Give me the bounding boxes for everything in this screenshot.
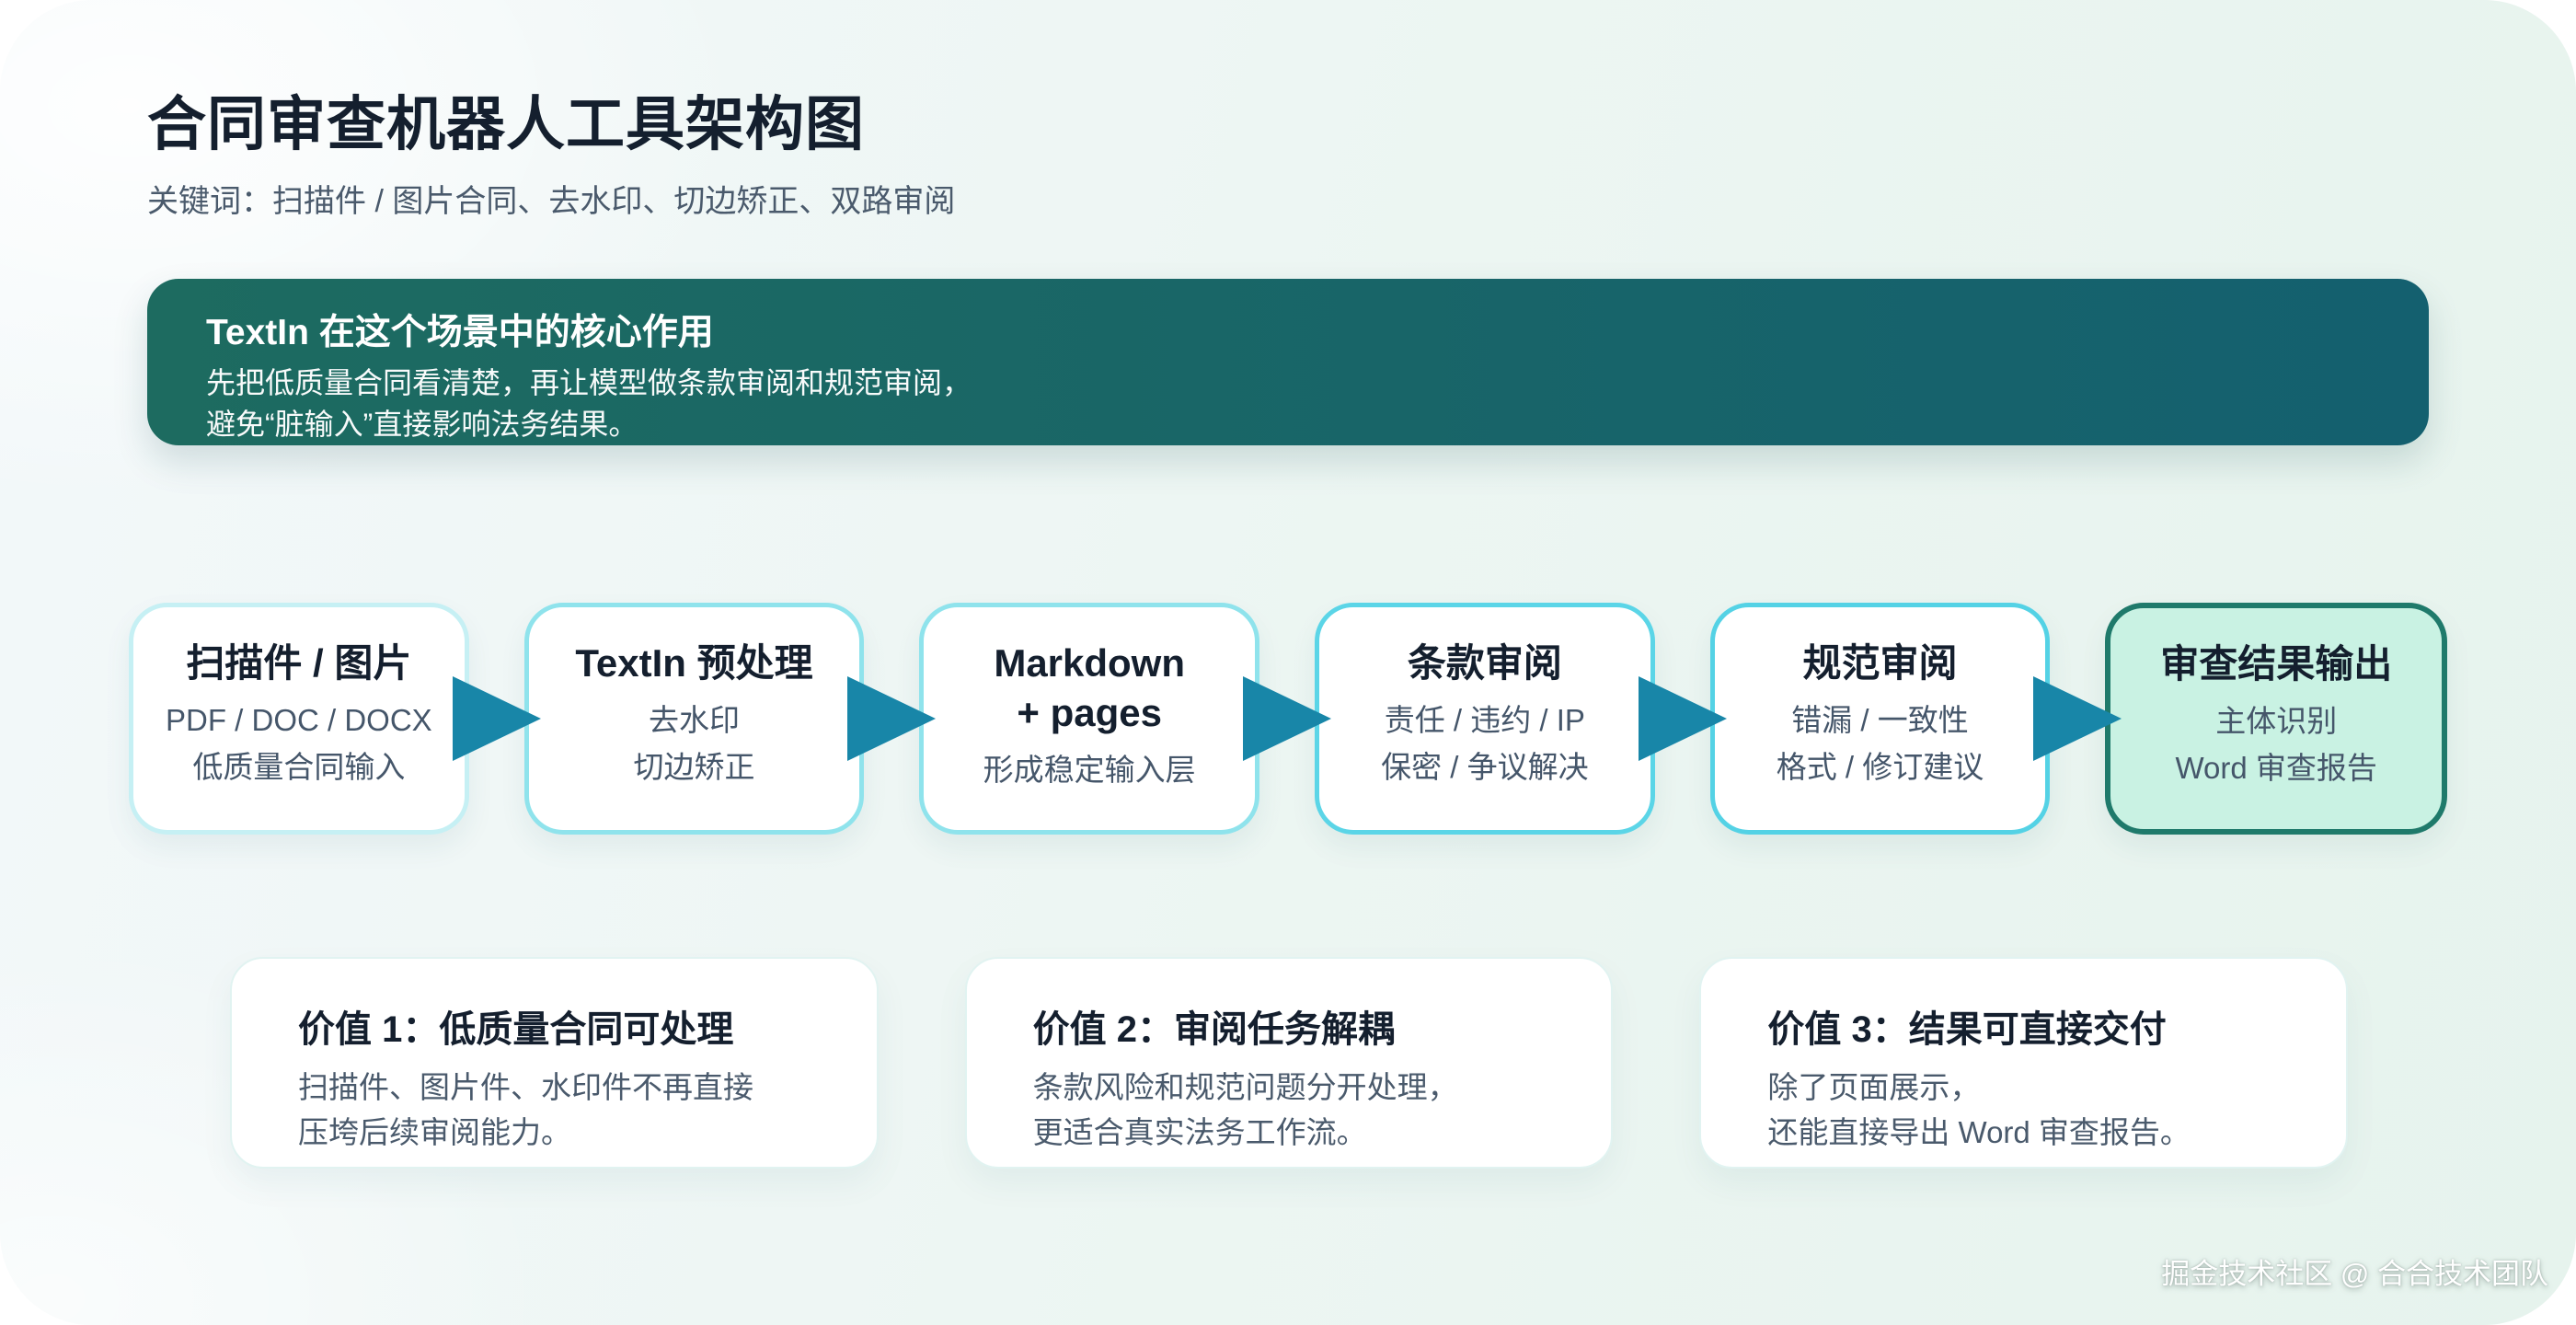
value-card-title: 价值 3：结果可直接交付 bbox=[1767, 1009, 2167, 1050]
flow-step-result-output: 审查结果输出 主体识别 Word 审查报告 bbox=[2105, 603, 2448, 835]
flow-step-body: 错漏 / 一致性 格式 / 修订建议 bbox=[1776, 703, 1984, 784]
banner-body: 先把低质量合同看清楚，再让模型做条款审阅和规范审阅， 避免“脏输入”直接影响法务… bbox=[206, 366, 972, 441]
flow-step-title: Markdown + pages bbox=[994, 641, 1186, 734]
flow-step-standard-review: 规范审阅 错漏 / 一致性 格式 / 修订建议 bbox=[1709, 603, 2051, 835]
value-card-body: 除了页面展示， 还能直接导出 Word 审查报告。 bbox=[1767, 1070, 2191, 1149]
flow-step-input: 扫描件 / 图片 PDF / DOC / DOCX 低质量合同输入 bbox=[129, 603, 469, 835]
value-card-3: 价值 3：结果可直接交付 除了页面展示， 还能直接导出 Word 审查报告。 bbox=[1699, 957, 2349, 1169]
value-card-2: 价值 2：审阅任务解耦 条款风险和规范问题分开处理， 更适合真实法务工作流。 bbox=[964, 957, 1614, 1169]
flow-step-preprocess: TextIn 预处理 去水印 切边矫正 bbox=[523, 603, 865, 835]
flow-arrow-icon bbox=[469, 603, 524, 835]
flow-step-title: 审查结果输出 bbox=[2160, 642, 2393, 686]
page-title: 合同审查机器人工具架构图 bbox=[147, 91, 865, 157]
value-cards-row: 价值 1：低质量合同可处理 扫描件、图片件、水印件不再直接 压垮后续审阅能力。 … bbox=[230, 957, 2349, 1169]
flow-step-body: 责任 / 违约 / IP 保密 / 争议解决 bbox=[1381, 703, 1589, 784]
flow-step-markdown: Markdown + pages 形成稳定输入层 bbox=[919, 603, 1260, 835]
flow-step-body: 主体识别 Word 审查报告 bbox=[2175, 704, 2377, 785]
value-card-title: 价值 2：审阅任务解耦 bbox=[1032, 1009, 1396, 1050]
flow-step-title: 规范审阅 bbox=[1802, 641, 1958, 685]
flow-arrow-icon bbox=[1259, 603, 1315, 835]
flow-step-title: TextIn 预处理 bbox=[575, 641, 813, 685]
flow-step-title: 扫描件 / 图片 bbox=[186, 641, 412, 685]
flow-arrow-icon bbox=[864, 603, 919, 835]
flow-arrow-icon bbox=[1655, 603, 1710, 835]
page-subtitle: 关键词：扫描件 / 图片合同、去水印、切边矫正、双路审阅 bbox=[147, 184, 956, 219]
flow-step-clause-review: 条款审阅 责任 / 违约 / IP 保密 / 争议解决 bbox=[1315, 603, 1655, 835]
banner-title: TextIn 在这个场景中的核心作用 bbox=[206, 313, 714, 352]
flow-step-title: 条款审阅 bbox=[1407, 641, 1562, 685]
flow-step-body: 去水印 切边矫正 bbox=[633, 703, 755, 784]
value-card-1: 价值 1：低质量合同可处理 扫描件、图片件、水印件不再直接 压垮后续审阅能力。 bbox=[230, 957, 879, 1169]
flow-arrow-icon bbox=[2050, 603, 2105, 835]
header: 合同审查机器人工具架构图 关键词：扫描件 / 图片合同、去水印、切边矫正、双路审… bbox=[147, 88, 955, 221]
value-card-title: 价值 1：低质量合同可处理 bbox=[298, 1009, 734, 1050]
value-card-body: 扫描件、图片件、水印件不再直接 压垮后续审阅能力。 bbox=[298, 1070, 753, 1149]
flow-step-body: PDF / DOC / DOCX 低质量合同输入 bbox=[165, 703, 432, 784]
flow-step-body: 形成稳定输入层 bbox=[983, 753, 1196, 787]
highlight-banner: TextIn 在这个场景中的核心作用 先把低质量合同看清楚，再让模型做条款审阅和… bbox=[147, 279, 2429, 445]
value-card-body: 条款风险和规范问题分开处理， 更适合真实法务工作流。 bbox=[1032, 1070, 1458, 1149]
credit-watermark: 掘金技术社区 @ 合合技术团队 bbox=[2161, 1258, 2548, 1290]
flow-row: 扫描件 / 图片 PDF / DOC / DOCX 低质量合同输入 TextIn… bbox=[129, 603, 2448, 835]
